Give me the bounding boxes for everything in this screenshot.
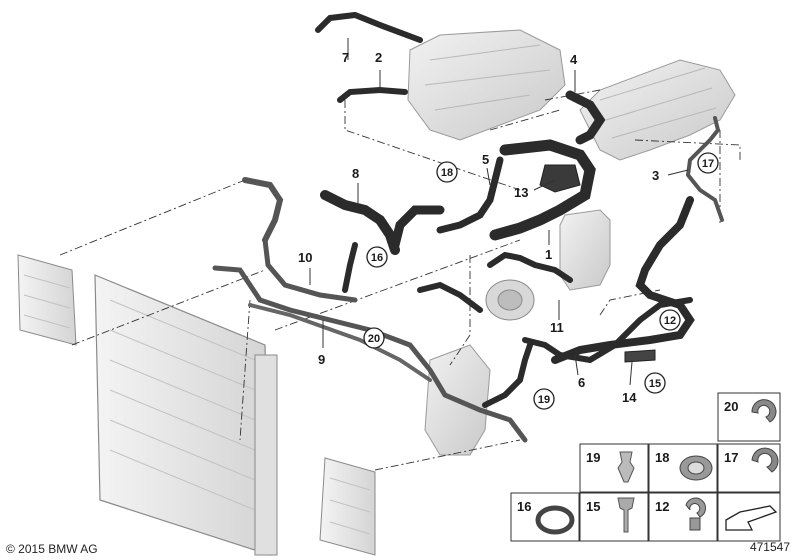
svg-text:15: 15	[586, 499, 600, 514]
hose-4	[565, 90, 606, 145]
svg-text:18: 18	[441, 167, 453, 179]
callout-8: 8	[352, 166, 359, 181]
hose-9b	[248, 303, 432, 382]
hose-18-19	[436, 156, 504, 234]
svg-text:16: 16	[517, 499, 531, 514]
main-radiator	[94, 274, 278, 556]
hose-5-1	[489, 139, 596, 241]
callout-1: 1	[545, 247, 552, 262]
hose-11	[487, 251, 573, 283]
hose-3	[685, 116, 724, 222]
document-id: 471547	[749, 540, 790, 554]
svg-text:12: 12	[655, 499, 669, 514]
callout-9: 9	[318, 352, 325, 367]
auxiliary-radiator-left	[17, 254, 77, 346]
legend-cell-arrow	[717, 492, 781, 542]
legend-cell-18: 18	[648, 443, 718, 493]
copyright-notice: © 2015 BMW AG	[6, 542, 98, 556]
hose-10	[262, 237, 358, 303]
callout-14: 14	[622, 390, 637, 405]
cylinder-head-housing	[407, 29, 566, 141]
water-pump	[485, 279, 535, 321]
legend-cell-19: 19	[579, 443, 649, 493]
svg-text:20: 20	[724, 399, 738, 414]
callout-circle-12: 12	[659, 309, 681, 331]
circled-callouts: 18 16 17 12 20 19 15	[363, 152, 719, 410]
callout-6: 6	[578, 375, 585, 390]
legend-cell-15: 15	[579, 492, 649, 542]
svg-text:19: 19	[538, 394, 550, 406]
leader-lines	[309, 38, 689, 386]
callout-numbers: 7 2 4 3 5 13 8 1 10 11 9 6 14	[298, 50, 659, 405]
arrow-icon	[725, 505, 778, 531]
hose-6	[522, 297, 693, 364]
svg-text:20: 20	[368, 333, 380, 345]
hose-8b	[390, 205, 445, 250]
hose-lower	[482, 342, 533, 408]
hose-16	[342, 242, 358, 293]
callout-7: 7	[342, 50, 349, 65]
hose-left-upper	[242, 177, 284, 243]
hose-8	[320, 190, 400, 255]
callout-2: 2	[375, 50, 382, 65]
callout-circle-17: 17	[697, 152, 719, 174]
hose-2	[337, 86, 408, 103]
svg-text:18: 18	[655, 450, 669, 465]
auxiliary-radiator-right	[319, 457, 376, 556]
legend-cell-16: 16	[510, 492, 580, 542]
callout-13: 13	[514, 185, 528, 200]
callout-circle-15: 15	[644, 372, 666, 394]
svg-text:16: 16	[371, 252, 383, 264]
svg-text:12: 12	[664, 315, 676, 327]
callout-circle-20: 20	[363, 327, 385, 349]
callout-5: 5	[482, 152, 489, 167]
legend-cell-20: 20	[717, 392, 781, 442]
svg-text:17: 17	[702, 158, 714, 170]
svg-text:15: 15	[649, 378, 661, 390]
hose-11b	[417, 281, 483, 313]
expansion-tank	[559, 209, 611, 291]
svg-text:19: 19	[586, 450, 600, 465]
callout-11: 11	[550, 320, 564, 335]
legend-cell-12: 12	[648, 492, 718, 542]
svg-text:17: 17	[724, 450, 738, 465]
hose-7	[315, 11, 423, 43]
legend-cell-17: 17	[717, 443, 781, 493]
callout-circle-16: 16	[366, 246, 388, 268]
callout-circle-19: 19	[533, 388, 555, 410]
callout-4: 4	[570, 52, 578, 67]
intake-manifold	[579, 59, 736, 161]
bracket-14	[624, 349, 656, 363]
bracket-13	[539, 164, 581, 193]
callout-3: 3	[652, 168, 659, 183]
hoses	[212, 11, 724, 443]
callout-10: 10	[298, 250, 312, 265]
callout-circle-18: 18	[436, 161, 458, 183]
small-parts-legend: 20 19 18 17 16 15	[510, 392, 781, 542]
